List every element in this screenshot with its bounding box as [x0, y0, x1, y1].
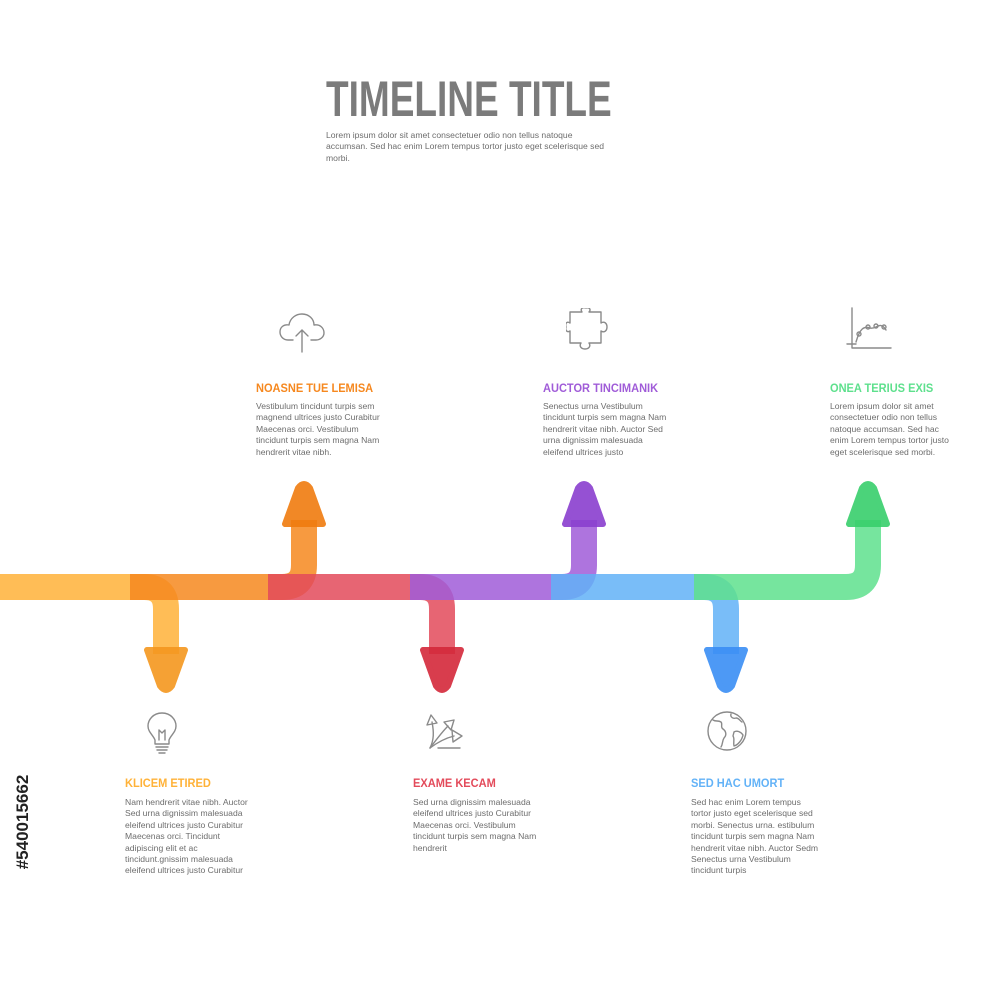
step-5-body: Sed hac enim Lorem tempus tortor justo e… — [691, 797, 819, 876]
step-4-body: Senectus urna Vestibulum tincidunt turpi… — [543, 401, 667, 457]
step-6-title: ONEA TERIUS EXIS — [830, 381, 934, 395]
arrows-split-icon — [424, 710, 466, 752]
lightbulb-icon — [144, 710, 180, 756]
arrow-head-2 — [282, 481, 326, 527]
step-2-title: NOASNE TUE LEMISA — [256, 381, 374, 395]
step-3-body: Sed urna dignissim malesuada eleifend ul… — [413, 797, 537, 853]
step-5-title: SED HAC UMORT — [691, 776, 785, 790]
cloud-upload-icon — [278, 312, 326, 354]
step-3-title: EXAME KECAM — [413, 776, 496, 790]
chart-icon — [846, 306, 892, 352]
intro-text: Lorem ipsum dolor sit amet consectetuer … — [326, 130, 605, 163]
arrow-head-6 — [846, 481, 890, 527]
globe-icon — [706, 710, 748, 752]
step-1-title: KLICEM ETIRED — [125, 776, 211, 790]
step-1-body: Nam hendrerit vitae nibh. Auctor Sed urn… — [125, 797, 248, 876]
puzzle-icon — [566, 308, 610, 352]
arrow-head-5 — [704, 647, 748, 693]
arrow-head-4 — [562, 481, 606, 527]
timeline-path-6 — [694, 520, 881, 600]
arrow-head-3 — [420, 647, 464, 693]
step-6-body: Lorem ipsum dolor sit amet consectetuer … — [830, 401, 949, 457]
watermark-id: #540015662 — [13, 774, 32, 870]
arrow-head-1 — [144, 647, 188, 693]
step-4-title: AUCTOR TINCIMANIK — [543, 381, 659, 395]
page-title: TIMELINE TITLE — [326, 71, 612, 127]
step-2-body: Vestibulum tincidunt turpis sem magnend … — [256, 401, 380, 457]
